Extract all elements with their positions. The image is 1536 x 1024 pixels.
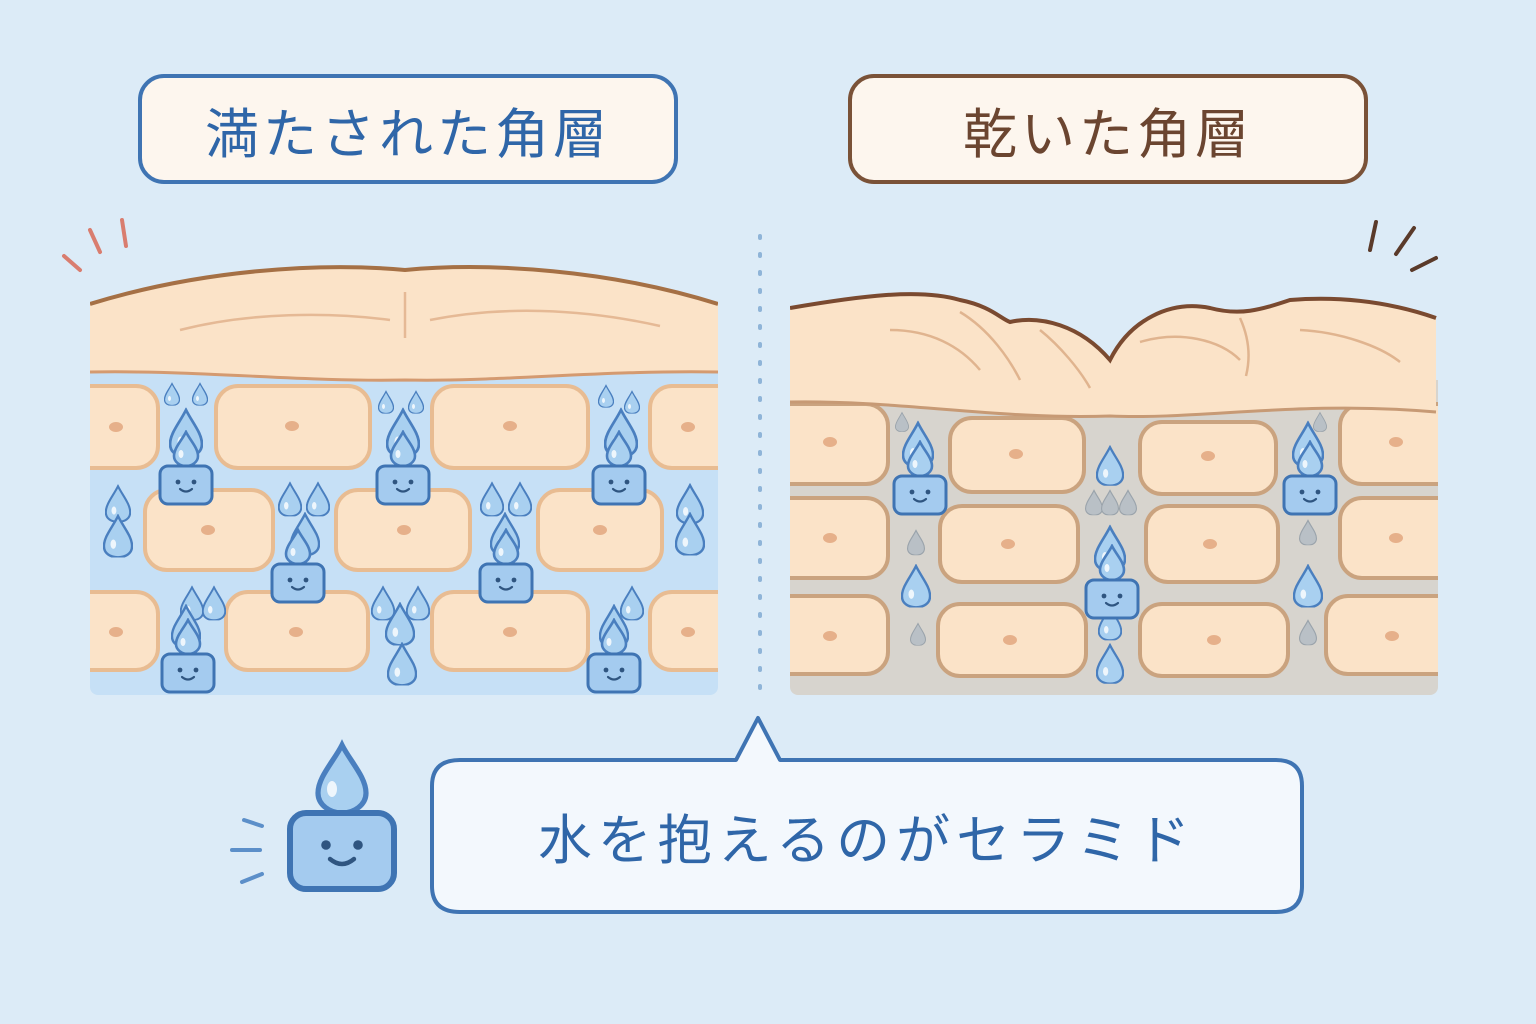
dry-stratum-label: 乾いた角層: [848, 74, 1368, 184]
moist-stratum-title: 満たされた角層: [205, 102, 611, 166]
ceramide-mascot: [290, 745, 394, 889]
dry-stratum-title: 乾いた角層: [963, 102, 1253, 166]
dry-cell-row-1: [790, 402, 1438, 496]
caption-bubble: [430, 716, 1304, 914]
caption-text: 水を抱えるのがセラミド: [537, 808, 1197, 872]
mascot-motion-lines: [230, 818, 264, 884]
dry-sparkle-lines: [1368, 220, 1438, 272]
ceramide-block-face-icon: [290, 745, 394, 889]
moist-stratum-label: 満たされた角層: [138, 74, 678, 184]
moist-sparkle-lines: [62, 218, 128, 272]
